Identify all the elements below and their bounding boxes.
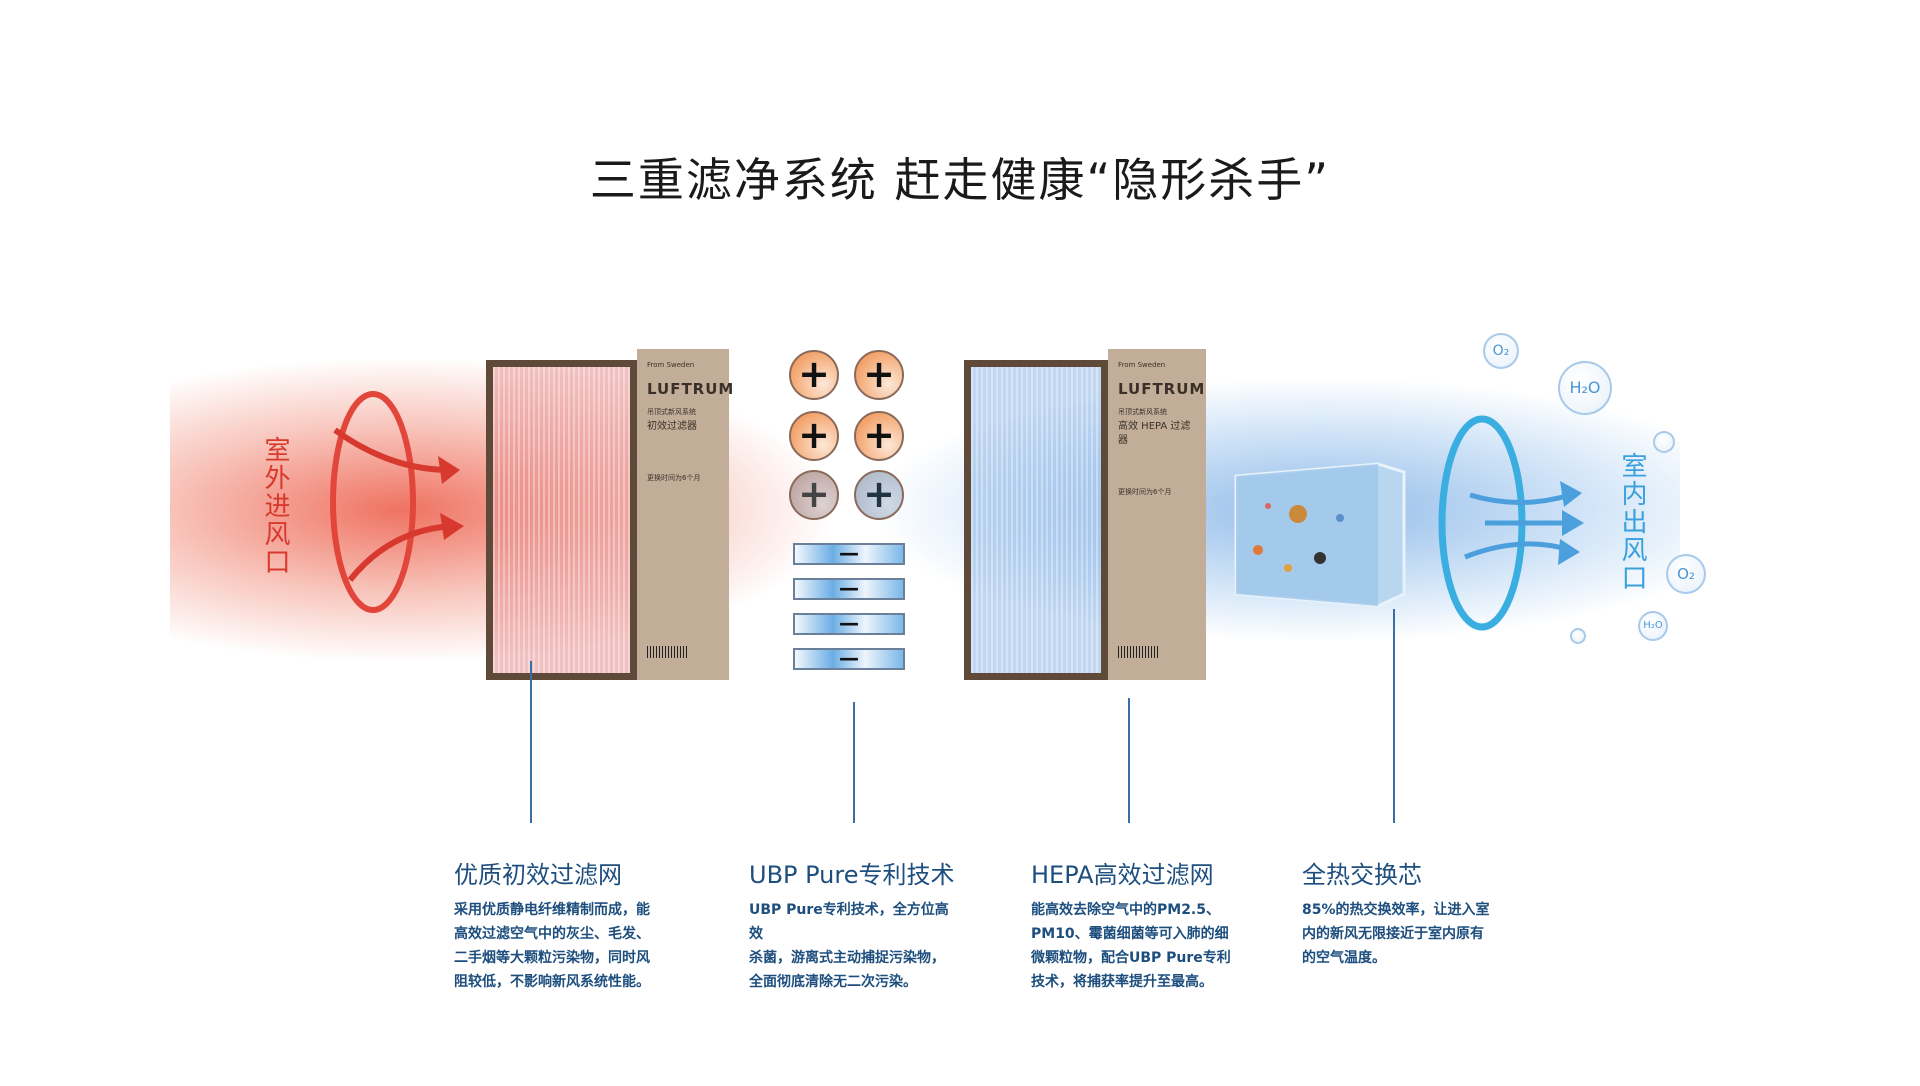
negative-ion-plate-icon: —: [793, 578, 905, 600]
filter-series: 吊顶式新风系统: [1118, 407, 1167, 416]
description-line: 杀菌，游离式主动捕捉污染物，: [749, 950, 945, 966]
positive-ion-icon: +: [789, 470, 839, 520]
description-line: 的空气温度。: [1302, 950, 1386, 966]
filter-brand: LUFTRUM: [1118, 379, 1206, 398]
description-line: 微颗粒物，配合UBP Pure专利: [1031, 950, 1231, 966]
feature-title: 全热交换芯: [1302, 861, 1422, 889]
feature-title: 优质初效过滤网: [454, 861, 622, 889]
description-line: 85%的热交换效率，让进入室: [1302, 902, 1490, 918]
inlet-airflow-icon: [330, 391, 464, 613]
positive-ion-icon: +: [854, 411, 904, 461]
oxygen-bubble-icon: O₂: [1666, 554, 1706, 594]
filter-origin: From Sweden: [647, 361, 695, 369]
outlet-airflow-icon: [1438, 415, 1584, 631]
bubble-icon: [1570, 628, 1586, 644]
feature-description: 能高效去除空气中的PM2.5、 PM10、霉菌细菌等可入肺的细微颗粒物，配合UBP…: [1031, 898, 1241, 994]
heat-exchange-core-icon: [1234, 462, 1406, 608]
hepa-filter-box: From Sweden LUFTRUM 吊顶式新风系统 高效 HEPA 过滤器 …: [1108, 349, 1206, 680]
description-line: 高效过滤空气中的灰尘、毛发、: [454, 926, 650, 942]
description-line: 采用优质静电纤维精制而成，能: [454, 902, 650, 918]
barcode-icon: [1118, 646, 1158, 658]
bubble-icon: [1653, 431, 1675, 453]
water-bubble-icon: H₂O: [1638, 611, 1668, 641]
inlet-label: 室外进风口: [260, 436, 290, 576]
page-title: 三重滤净系统 赶走健康“隐形杀手”: [589, 153, 1331, 207]
description-line: 二手烟等大颗粒污染物，同时风: [454, 950, 650, 966]
filter-brand: LUFTRUM: [647, 379, 735, 398]
feature-description: 85%的热交换效率，让进入室内的新风无限接近于室内原有的空气温度。: [1302, 898, 1512, 970]
positive-ion-icon: +: [854, 470, 904, 520]
oxygen-bubble-icon: O₂: [1483, 333, 1519, 369]
positive-ion-icon: +: [789, 350, 839, 400]
barcode-icon: [647, 646, 687, 658]
description-line: 内的新风无限接近于室内原有: [1302, 926, 1484, 942]
primary-filter-media: [486, 360, 637, 680]
filter-name: 初效过滤器: [647, 420, 697, 432]
primary-filter-box: From Sweden LUFTRUM 吊顶式新风系统 初效过滤器 更换时间为6…: [637, 349, 735, 680]
filter-series: 吊顶式新风系统: [647, 407, 696, 416]
leader-line: [853, 702, 855, 823]
filter-name: 高效 HEPA 过滤器: [1118, 420, 1191, 446]
leader-line: [530, 661, 532, 823]
filter-origin: From Sweden: [1118, 361, 1166, 369]
outlet-label: 室内出风口: [1617, 452, 1647, 592]
positive-ion-icon: +: [789, 411, 839, 461]
feature-title: UBP Pure专利技术: [749, 861, 955, 889]
description-line: UBP Pure专利技术，全方位高效: [749, 902, 949, 942]
feature-title: HEPA高效过滤网: [1031, 861, 1214, 889]
filter-note: 更换时间为6个月: [1118, 487, 1172, 496]
leader-line: [1128, 698, 1130, 823]
water-bubble-icon: H₂O: [1558, 361, 1612, 415]
negative-ion-plate-icon: —: [793, 613, 905, 635]
description-line: 阻较低，不影响新风系统性能。: [454, 974, 650, 990]
filter-note: 更换时间为6个月: [647, 473, 701, 482]
description-line: 技术，将捕获率提升至最高。: [1031, 974, 1213, 990]
negative-ion-plate-icon: —: [793, 543, 905, 565]
description-line: PM10、霉菌细菌等可入肺的细: [1031, 926, 1229, 942]
negative-ion-plate-icon: —: [793, 648, 905, 670]
feature-description: 采用优质静电纤维精制而成，能高效过滤空气中的灰尘、毛发、二手烟等大颗粒污染物，同…: [454, 898, 664, 994]
leader-line: [1393, 609, 1395, 823]
description-line: 能高效去除空气中的PM2.5、: [1031, 902, 1220, 918]
feature-description: UBP Pure专利技术，全方位高效杀菌，游离式主动捕捉污染物， 全面彻底清除无二…: [749, 898, 959, 994]
hepa-filter-media: [964, 360, 1108, 680]
description-line: 全面彻底清除无二次污染。: [749, 974, 917, 990]
positive-ion-icon: +: [854, 350, 904, 400]
